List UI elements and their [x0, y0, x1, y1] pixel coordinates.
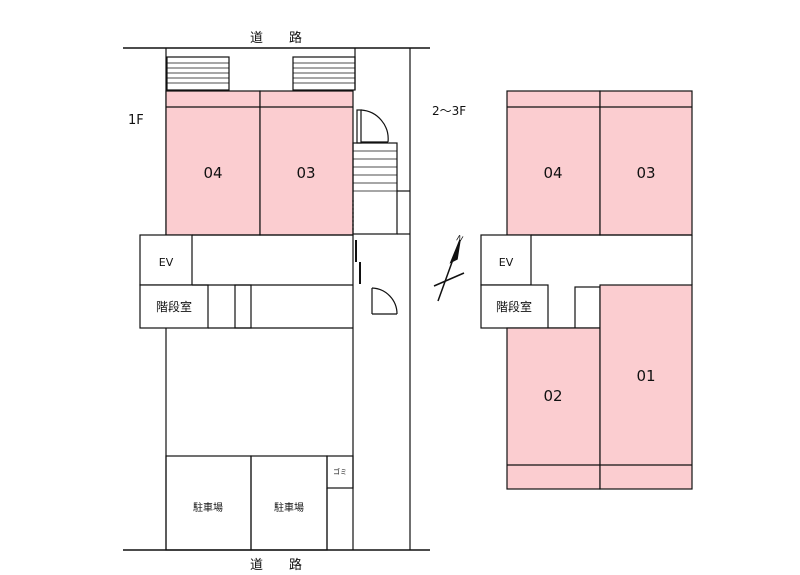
stair-room-2f — [480, 284, 549, 329]
parking-label-2: 駐車場 — [274, 501, 304, 514]
road-label-bottom: 道 路 — [250, 557, 302, 573]
unit-label-04-1f: 04 — [203, 164, 222, 182]
unit-label-03-1f: 03 — [296, 164, 315, 182]
garbage-label: ゴミ — [333, 467, 347, 476]
garbage-room — [326, 455, 354, 489]
unit-01-2f — [599, 284, 693, 490]
unit-03-2f — [599, 90, 693, 236]
unit-label-01-2f: 01 — [636, 367, 655, 385]
unit-label-04-2f: 04 — [543, 164, 562, 182]
north-label: N — [455, 233, 464, 244]
unit-02-2f — [506, 327, 601, 490]
ev-1f — [139, 234, 193, 286]
floor-label-1f: 1F — [128, 113, 144, 128]
ev-label-1f: EV — [159, 256, 174, 269]
unit-04-2f — [506, 90, 601, 236]
parking-label-1: 駐車場 — [193, 501, 223, 514]
steps-left — [166, 56, 230, 91]
stair-room-label-2f: 階段室 — [496, 299, 532, 314]
door-swing-top — [360, 109, 389, 143]
unit-label-03-2f: 03 — [636, 164, 655, 182]
road-label-top: 道 路 — [250, 30, 302, 46]
door-top — [356, 109, 362, 144]
unit-03-1f — [259, 90, 354, 236]
stair-room-label-1f: 階段室 — [156, 299, 192, 314]
door-swing-bottom — [371, 287, 398, 315]
stair-room-1f — [139, 284, 209, 329]
north-arrow — [433, 239, 465, 302]
ev-2f — [480, 234, 532, 286]
floor-label-23f: 2～3F — [432, 104, 466, 118]
ev-label-2f: EV — [499, 256, 514, 269]
unit-label-02-2f: 02 — [543, 387, 562, 405]
stair-1f-right — [352, 142, 398, 235]
steps-right — [292, 56, 356, 91]
unit-04-1f — [165, 90, 261, 236]
